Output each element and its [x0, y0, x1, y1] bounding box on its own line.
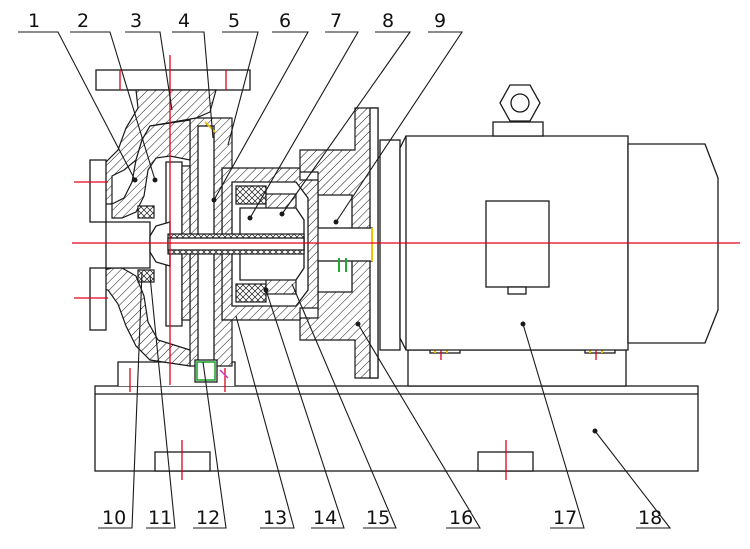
part-label: 8 — [382, 10, 394, 32]
part-label: 9 — [434, 10, 446, 32]
part-label: 3 — [130, 10, 142, 32]
part-label: 16 — [449, 507, 473, 529]
part-label: 4 — [178, 10, 190, 32]
pump-shaft — [167, 233, 305, 255]
part-label: 1 — [28, 10, 40, 32]
part-label: 17 — [553, 507, 577, 529]
part-label: 12 — [196, 507, 220, 529]
part-label: 2 — [77, 10, 89, 32]
part-label: 14 — [313, 507, 337, 529]
base-plate — [94, 385, 699, 480]
part-label: 11 — [148, 507, 172, 529]
motor — [379, 84, 719, 387]
part-label: 6 — [279, 10, 291, 32]
part-label: 10 — [102, 507, 126, 529]
centerlines — [72, 55, 740, 385]
part-label: 13 — [263, 507, 287, 529]
part-label: 7 — [330, 10, 342, 32]
part-label: 18 — [638, 507, 662, 529]
part-label: 15 — [366, 507, 390, 529]
part-label: 5 — [228, 10, 240, 32]
callouts: 1 2 3 4 5 6 7 8 9 10 11 12 13 14 15 16 1… — [18, 10, 672, 529]
